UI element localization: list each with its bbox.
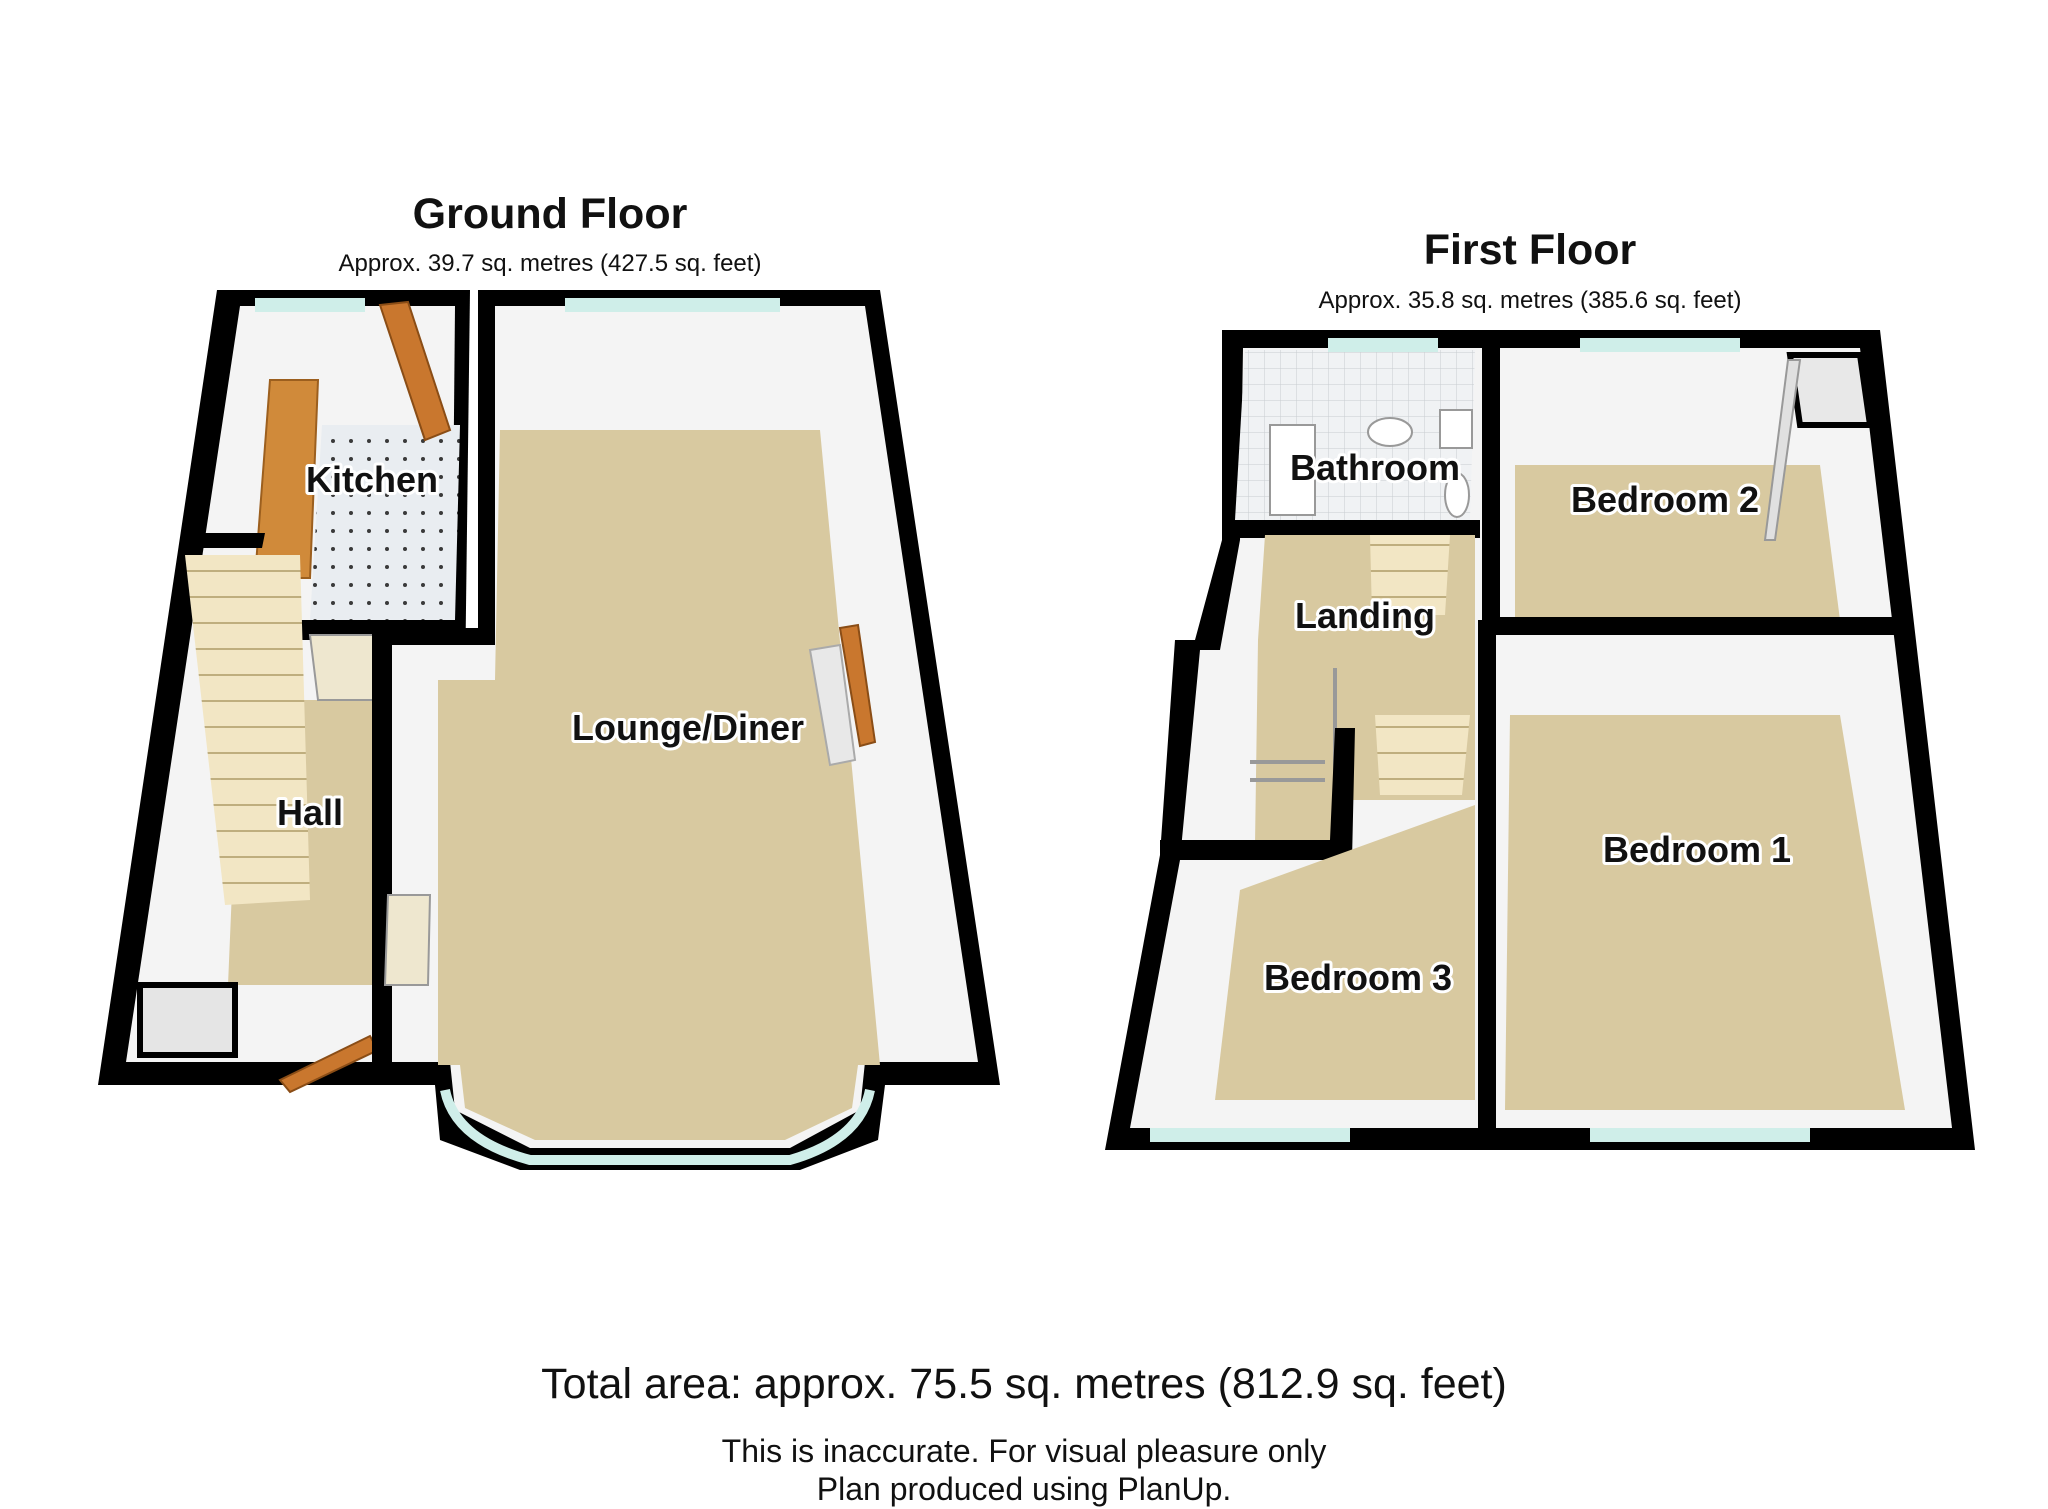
under-stairs-cupboard bbox=[137, 982, 238, 1058]
bedroom2-wardrobe bbox=[1786, 352, 1874, 428]
first-floor-plan bbox=[1105, 330, 1975, 1150]
bedroom3-window bbox=[1150, 1128, 1350, 1142]
hall-staircase bbox=[185, 555, 310, 905]
lounge-fold-door bbox=[383, 894, 432, 986]
room-label-landing: Landing bbox=[1295, 595, 1435, 636]
landing-stairs-bottom bbox=[1375, 715, 1470, 795]
room-label-bedroom-3: Bedroom 3 bbox=[1264, 957, 1452, 998]
bedroom1-landing-wall bbox=[1478, 620, 1496, 1150]
bathroom-toilet bbox=[1444, 472, 1470, 518]
room-label-bedroom-2: Bedroom 2 bbox=[1571, 479, 1759, 520]
ground-floor-area: Approx. 39.7 sq. metres (427.5 sq. feet) bbox=[338, 250, 762, 277]
ground-floor-title: Ground Floor bbox=[412, 190, 688, 238]
room-label-bedroom-1: Bedroom 1 bbox=[1603, 829, 1791, 870]
room-label-lounge-diner: Lounge/Diner bbox=[572, 707, 804, 748]
bedroom2-window bbox=[1580, 338, 1740, 352]
bedroom2-bedroom1-wall bbox=[1490, 617, 1900, 635]
bathroom-window bbox=[1328, 338, 1438, 352]
room-label-bathroom: Bathroom bbox=[1290, 447, 1460, 488]
bathroom-cistern bbox=[1439, 409, 1473, 449]
lounge-bay-window bbox=[440, 1088, 875, 1165]
kitchen-back-door bbox=[378, 300, 452, 442]
ground-floor-plan bbox=[98, 290, 1000, 1170]
lounge-fireplace-mantel bbox=[838, 623, 877, 748]
kitchen-floor bbox=[310, 425, 460, 620]
bedroom1-carpet bbox=[1505, 715, 1905, 1110]
bathroom-bath bbox=[1269, 424, 1316, 516]
kitchen-hall-partition bbox=[185, 533, 265, 548]
lounge-window-top bbox=[565, 298, 780, 312]
lounge-fireplace bbox=[808, 643, 857, 767]
landing-bedroom3-wall bbox=[1160, 728, 1355, 860]
bedroom1-window bbox=[1590, 1128, 1810, 1142]
disclaimer-line-2: Plan produced using PlanUp. bbox=[816, 1471, 1232, 1507]
bedroom3-carpet bbox=[1215, 805, 1475, 1100]
kitchen-cabinets bbox=[253, 379, 320, 579]
disclaimer-line-1: This is inaccurate. For visual pleasure … bbox=[721, 1433, 1327, 1469]
bedroom2-wardrobe-door bbox=[1763, 359, 1802, 541]
bathroom-landing-wall bbox=[1222, 520, 1480, 538]
hall-floor bbox=[228, 700, 400, 985]
total-area: Total area: approx. 75.5 sq. metres (812… bbox=[541, 1360, 1507, 1408]
lounge-carpet bbox=[438, 430, 880, 1140]
room-label-hall: Hall bbox=[277, 792, 343, 833]
bathroom-bedroom2-wall bbox=[1482, 330, 1500, 630]
first-floor-title: First Floor bbox=[1423, 226, 1637, 274]
kitchen-window bbox=[255, 298, 365, 312]
landing-stairs-top bbox=[1370, 535, 1450, 615]
bathroom-sink bbox=[1367, 417, 1413, 447]
bedroom2-carpet bbox=[1515, 465, 1840, 620]
first-floor-area: Approx. 35.8 sq. metres (385.6 sq. feet) bbox=[1318, 287, 1742, 314]
room-label-kitchen: Kitchen bbox=[306, 459, 438, 500]
